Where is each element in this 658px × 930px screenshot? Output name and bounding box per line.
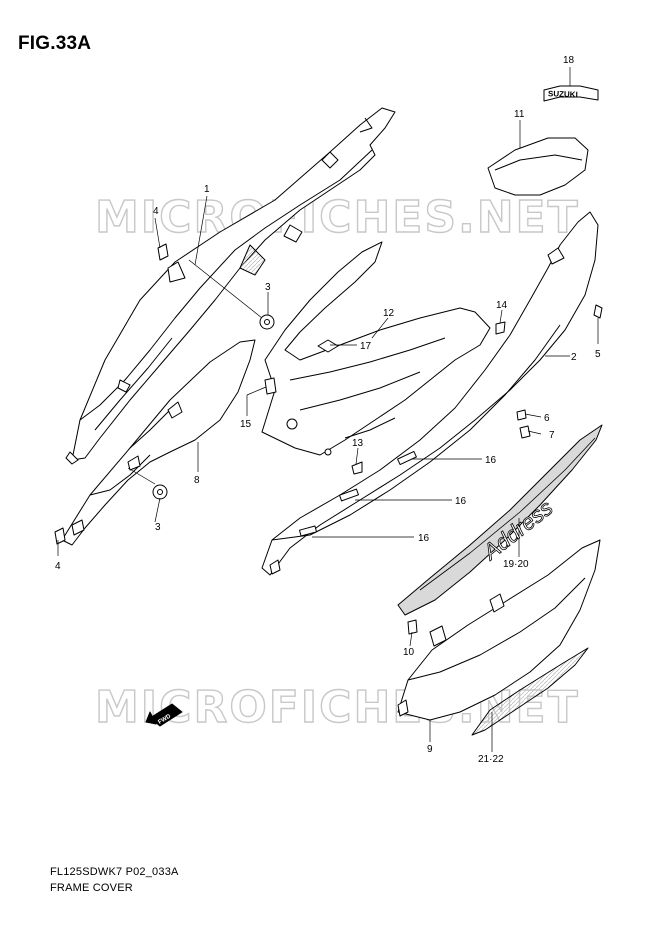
callout-12: 12: [383, 308, 395, 319]
callout-10: 10: [403, 647, 415, 658]
fwd-arrow-icon: [145, 703, 183, 727]
callout-19-20: 19·20: [503, 559, 529, 570]
callout-6: 6: [544, 413, 550, 424]
callout-17: 17: [360, 341, 372, 352]
watermark-top: MICROFICHES.NET: [95, 192, 580, 243]
callout-5: 5: [595, 349, 601, 360]
callout-13: 13: [352, 438, 364, 449]
frame-cover-left: [65, 107, 396, 465]
callout-4b: 4: [55, 561, 61, 572]
callout-16a: 16: [485, 455, 497, 466]
callout-3b: 3: [155, 522, 161, 533]
brand-emblem: [543, 85, 599, 102]
callout-4a: 4: [153, 206, 159, 217]
frame-cover-lower-left: [61, 339, 256, 546]
callouts: 1 2 3 3 4 4 5 6 7 8 9 10 11 12 13 14 15 …: [55, 55, 601, 765]
callout-15: 15: [240, 419, 252, 430]
callout-16c: 16: [418, 533, 430, 544]
fasteners: [54, 243, 603, 635]
callout-3a: 3: [265, 282, 271, 293]
tail-cap: [487, 137, 589, 196]
callout-2: 2: [571, 352, 577, 363]
address-decal-strip: [397, 424, 603, 616]
callout-16b: 16: [455, 496, 467, 507]
lower-right-cover: [397, 539, 601, 721]
figure-name: FRAME COVER: [50, 882, 133, 894]
callout-9: 9: [427, 744, 433, 755]
leader-lines: [57, 67, 599, 752]
figure-code: FL125SDWK7 P02_033A: [50, 866, 179, 878]
inner-cover: [261, 241, 491, 456]
callout-8: 8: [194, 475, 200, 486]
callout-11: 11: [514, 109, 525, 120]
figure-title: FIG.33A: [18, 33, 92, 54]
callout-18: 18: [563, 55, 575, 66]
callout-14: 14: [496, 300, 508, 311]
frame-cover-right: [261, 211, 599, 576]
callout-7: 7: [549, 430, 555, 441]
brand-decal-text: SUZUKI: [548, 89, 578, 99]
callout-21-22: 21·22: [478, 754, 504, 765]
callout-1: 1: [204, 184, 210, 195]
lower-decal: [471, 647, 589, 736]
